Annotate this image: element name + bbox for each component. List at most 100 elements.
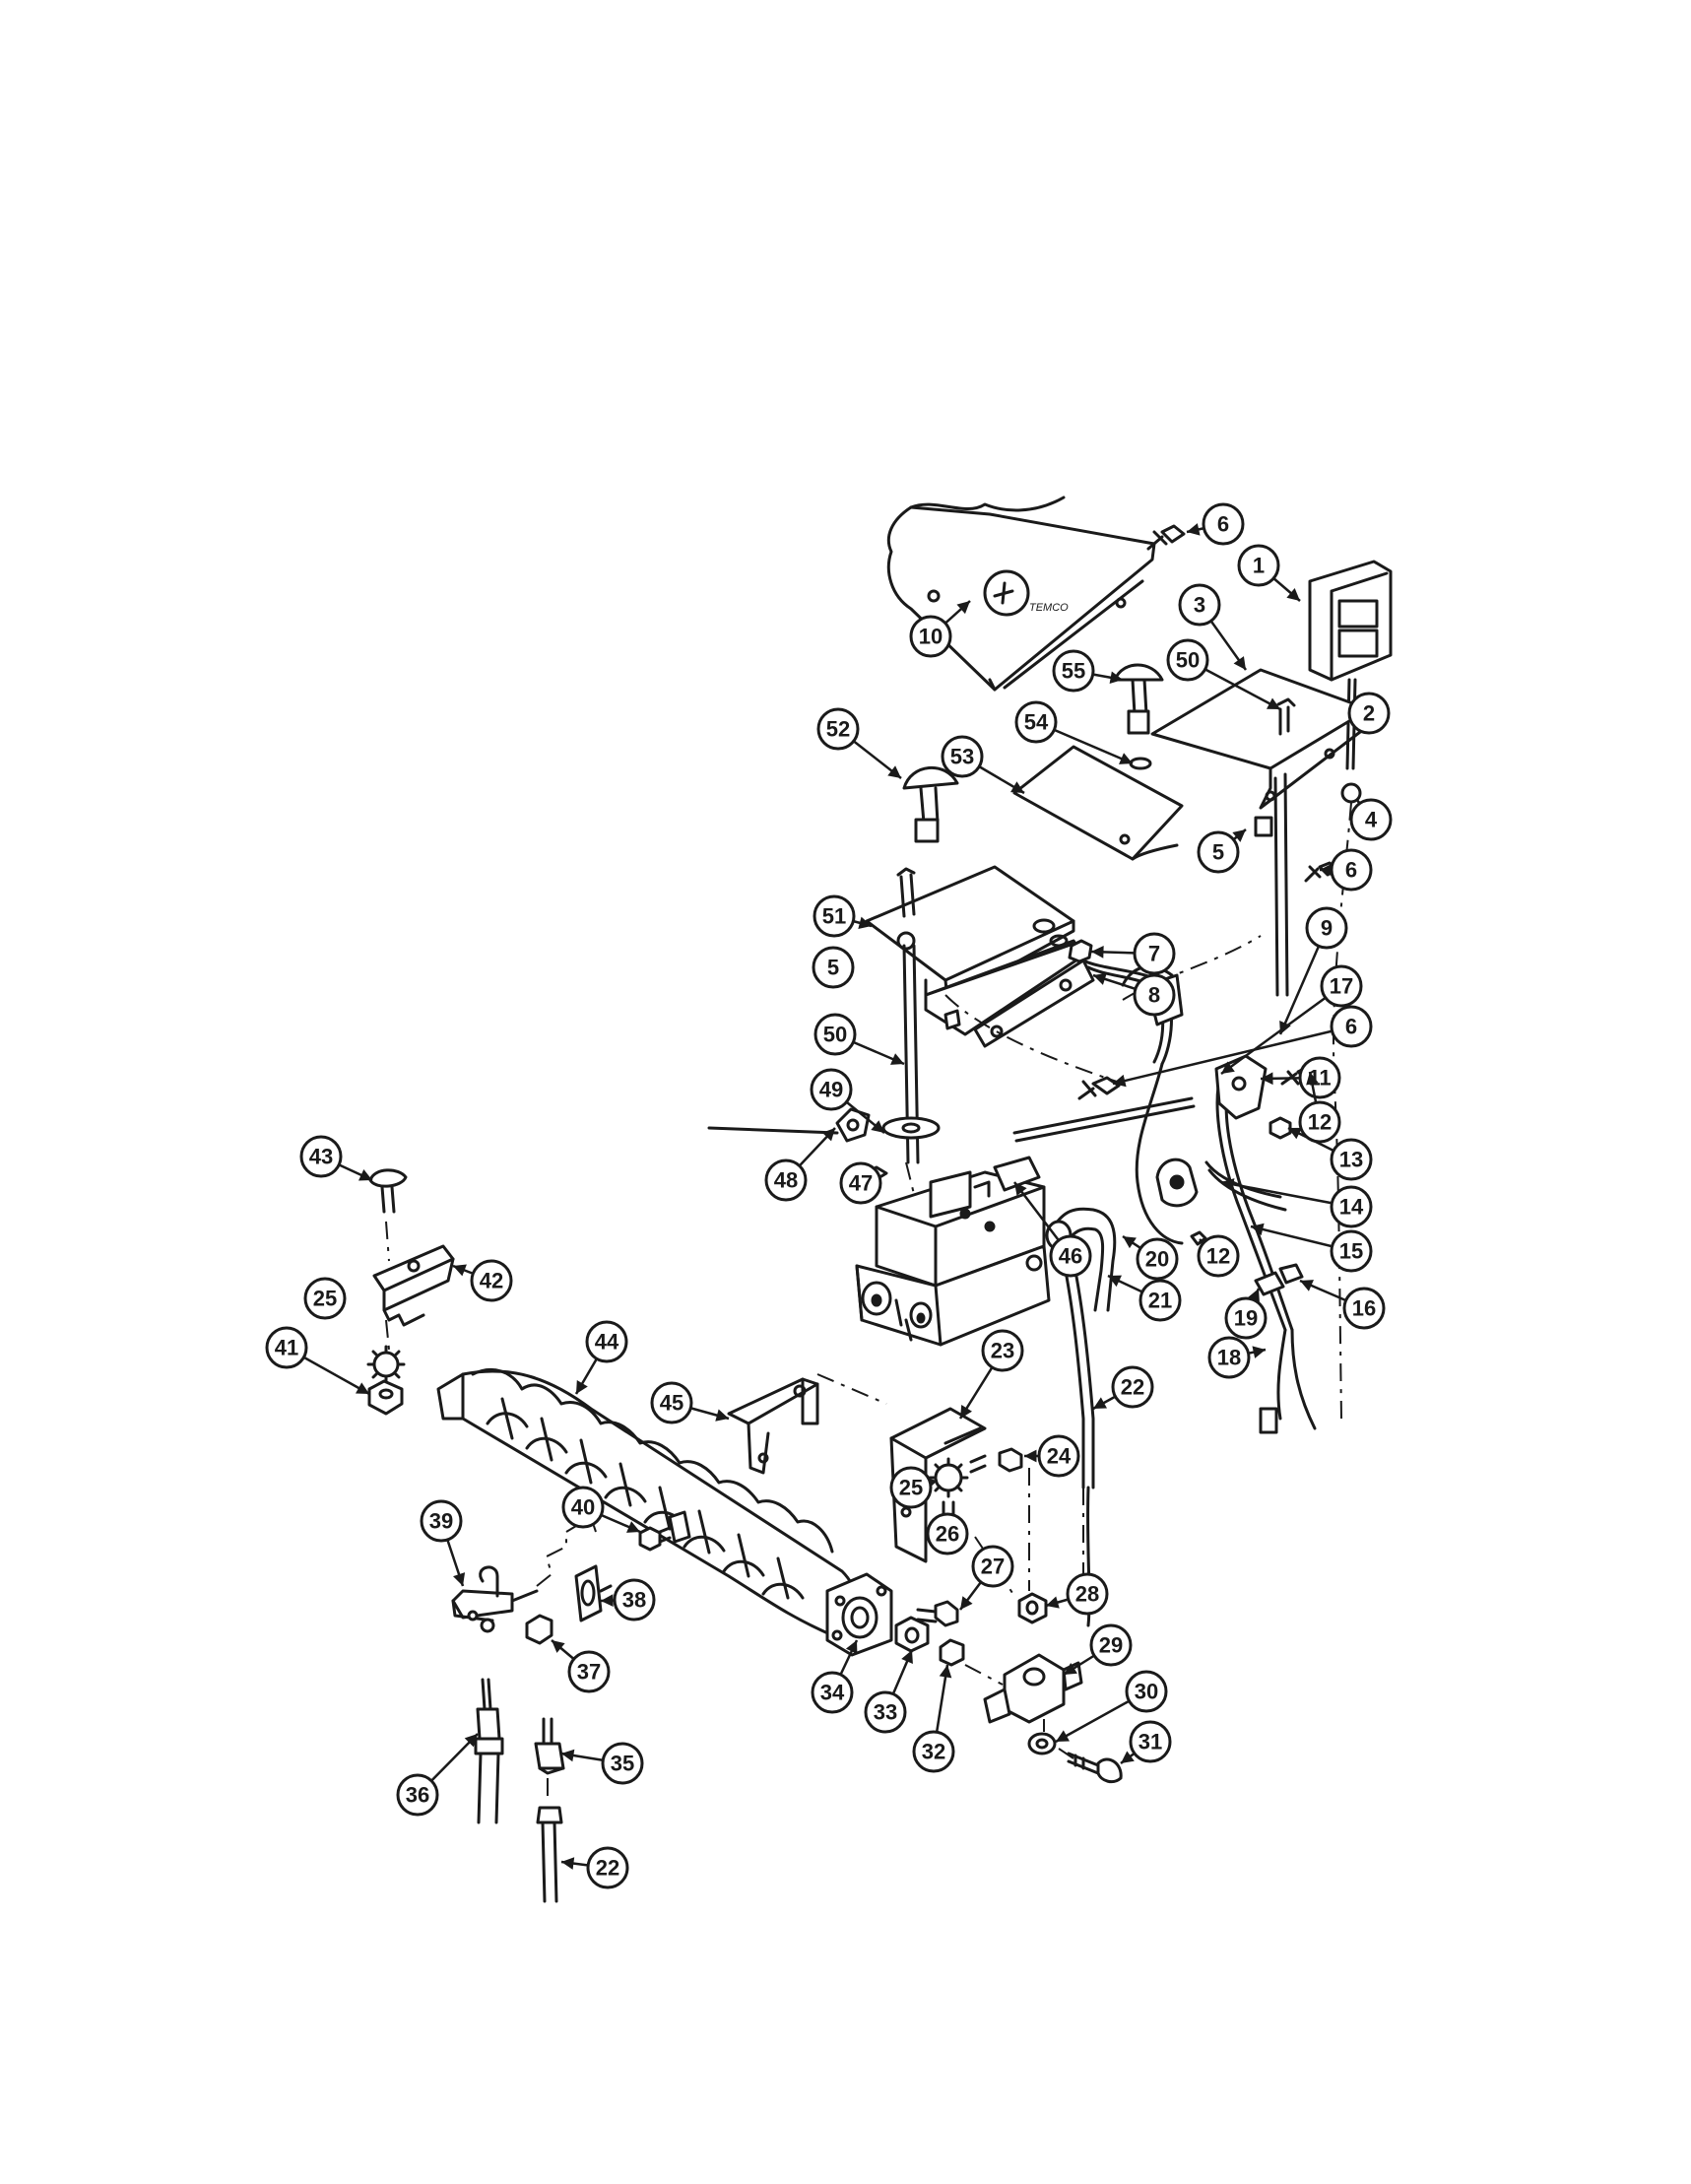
rod [1012, 1096, 1196, 1143]
callout-arrowhead [1267, 697, 1280, 709]
gas-valve [855, 1156, 1051, 1347]
callout-number: 45 [660, 1391, 683, 1416]
callout-circle [1052, 649, 1095, 693]
callout-number: 42 [480, 1269, 503, 1293]
callout-circle [811, 1671, 854, 1714]
callout-arrowhead [1251, 1223, 1265, 1236]
callout-circle [1138, 1279, 1182, 1322]
callout-arrowhead [576, 1380, 588, 1394]
callout-arrowhead [960, 1405, 972, 1419]
callout-circle [1202, 502, 1245, 546]
callout-arrowhead [464, 1734, 478, 1748]
callout-number: 53 [950, 745, 974, 769]
callout-circle [1347, 692, 1391, 735]
callout-arrowhead [1113, 1074, 1127, 1088]
knob [1113, 663, 1164, 735]
fitting [534, 1717, 565, 1775]
callout-circle [1111, 1365, 1154, 1409]
callout-circle [1207, 1336, 1251, 1379]
callout-number: 51 [822, 904, 846, 929]
callout-number: 33 [874, 1700, 897, 1725]
callout-circle [1320, 964, 1363, 1008]
callout-circle [561, 1486, 605, 1529]
callout-arrowhead [1024, 1449, 1037, 1463]
callout-circle [586, 1846, 629, 1889]
orifice-holder [964, 1653, 1083, 1724]
callout-arrowhead [901, 1650, 913, 1664]
callout-number: 28 [1075, 1582, 1099, 1607]
callout-arrowhead [845, 1640, 858, 1654]
callout-circle [889, 1466, 933, 1509]
callout-number: 26 [936, 1522, 959, 1547]
callout-number: 15 [1339, 1239, 1363, 1264]
callout-circle [585, 1320, 628, 1363]
nut [525, 1614, 553, 1645]
callout-circle [396, 1773, 439, 1817]
callouts: 1234566789101112131415161718192021222223… [265, 502, 1393, 1889]
callout-arrowhead [1248, 1289, 1260, 1302]
wire-route [1333, 802, 1352, 1420]
callout-number: 16 [1352, 1296, 1376, 1321]
rod [707, 1126, 839, 1135]
callout-circle [813, 894, 856, 938]
callout-number: 17 [1330, 974, 1353, 999]
callout-arrowhead [1056, 1730, 1070, 1742]
callout-number: 32 [922, 1740, 945, 1764]
callout-number: 3 [1194, 593, 1205, 618]
callout-number: 6 [1345, 858, 1357, 883]
callout-circle [1133, 932, 1176, 975]
screw [368, 1168, 408, 1214]
callout-arrowhead [1187, 523, 1201, 536]
callout-circle [926, 1512, 969, 1555]
callout-circle [941, 735, 984, 778]
burner-flange [825, 1572, 893, 1657]
callout-circle [265, 1326, 308, 1369]
callout-circle [1342, 1287, 1386, 1330]
callout-leader [1220, 984, 1342, 1076]
callout-arrowhead [1091, 946, 1104, 959]
callout-number: 31 [1138, 1730, 1162, 1754]
callout-arrowhead [1123, 1236, 1137, 1249]
callout-circle [764, 1158, 808, 1202]
callout-arrowhead [1093, 972, 1107, 985]
callout-number: 55 [1062, 659, 1085, 684]
callout-number: 11 [1308, 1066, 1331, 1091]
callout-number: 48 [774, 1168, 798, 1193]
callout-number: 29 [1099, 1633, 1123, 1658]
callout-circle [299, 1135, 343, 1178]
callout-number: 41 [275, 1336, 298, 1360]
pilot-tube [536, 1806, 563, 1903]
callout-arrowhead [1221, 1061, 1235, 1074]
callout-circle [1125, 1670, 1168, 1713]
callout-circle [470, 1259, 513, 1302]
callout-circle [1298, 1056, 1341, 1099]
callout-circle [1129, 1720, 1172, 1763]
callout-circle [420, 1499, 463, 1543]
callout-circle [1224, 1296, 1268, 1340]
callout-circle [909, 615, 952, 658]
nut [367, 1379, 404, 1416]
callout-circle [1330, 1185, 1373, 1228]
callout-arrowhead [960, 1596, 973, 1610]
callout-circle [650, 1381, 693, 1424]
callout-number: 34 [820, 1681, 845, 1705]
callout-arrowhead [1300, 1280, 1314, 1291]
callout-number: 23 [991, 1339, 1014, 1363]
callout-arrowhead [552, 1640, 565, 1653]
orifice [939, 1638, 965, 1667]
lock-washer [928, 1457, 969, 1498]
callout-number: 6 [1217, 512, 1229, 537]
callout-number: 38 [622, 1588, 646, 1613]
callout-arrowhead [887, 765, 901, 778]
callout-circle [1298, 1100, 1341, 1144]
callout-arrowhead [356, 1382, 369, 1394]
callout-arrowhead [1221, 1178, 1235, 1191]
callout-circle [1197, 1234, 1240, 1278]
callout-arrowhead [956, 601, 970, 615]
callout-circle [1014, 700, 1058, 744]
lock-washer [366, 1345, 406, 1384]
callout-arrowhead [1064, 1662, 1077, 1675]
knob [902, 766, 959, 843]
assembly-line [385, 1221, 390, 1262]
callout-circle [981, 1329, 1024, 1372]
